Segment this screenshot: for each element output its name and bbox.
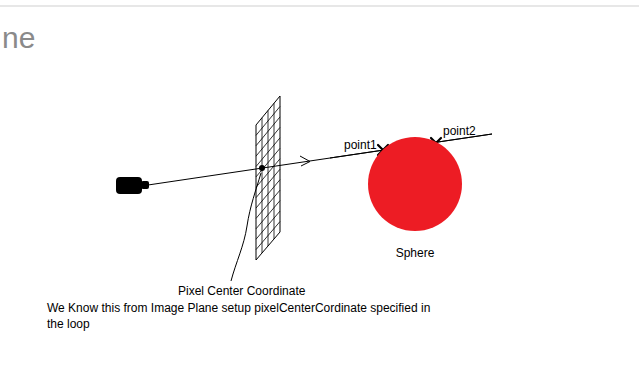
ray-direction-arrow — [300, 156, 310, 166]
sphere-circle — [368, 137, 462, 231]
point2-mark — [431, 138, 441, 148]
leader-line — [231, 173, 261, 281]
top-rule — [0, 6, 639, 7]
camera-lens — [141, 181, 149, 189]
ray-line-over-sphere — [330, 134, 492, 158]
leader-label: Pixel Center Coordinate — [178, 283, 305, 299]
point-label: point2 — [443, 124, 476, 138]
note-text: We Know this from Image Plane setup pixe… — [47, 300, 445, 332]
point1-mark — [378, 145, 388, 155]
sphere-shape — [366, 135, 464, 233]
grid-line — [256, 222, 280, 250]
sphere: Sphere — [365, 135, 465, 261]
shape-caption: Sphere — [365, 245, 465, 261]
pixel-center-dot — [259, 165, 265, 171]
point2-mark — [431, 138, 441, 148]
point-label: point1 — [344, 138, 377, 152]
point1-mark — [378, 145, 388, 155]
page-heading-fragment: ne — [2, 20, 35, 56]
camera-body — [116, 177, 142, 194]
